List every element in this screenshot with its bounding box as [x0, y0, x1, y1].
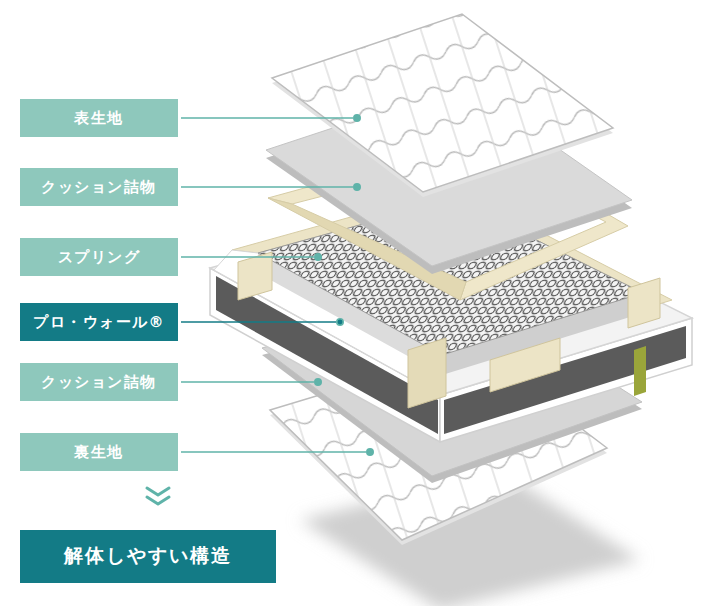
part-label: クッション詰物 [20, 168, 178, 206]
corner-block [628, 278, 660, 328]
part-label: クッション詰物 [20, 363, 178, 401]
top-sheet [272, 14, 613, 192]
leader-line [181, 321, 336, 323]
label-text: プロ・ウォール® [33, 313, 165, 332]
label-text: クッション詰物 [41, 373, 157, 392]
leader-line [181, 186, 353, 188]
label-text: 裏生地 [74, 443, 124, 462]
part-label-highlight: プロ・ウォール® [20, 303, 178, 341]
leader-line [181, 381, 314, 383]
leader-dot [354, 184, 360, 190]
leader-line [181, 256, 314, 258]
part-label: 裏生地 [20, 433, 178, 471]
label-text: 表生地 [74, 109, 124, 128]
leader-dot [315, 254, 321, 260]
leader-dot [337, 319, 343, 325]
leader-line [181, 117, 353, 119]
down-chevron [147, 488, 169, 504]
label-text: クッション詰物 [41, 178, 157, 197]
leader-line [181, 451, 366, 453]
brand-tag [634, 346, 646, 396]
part-label: スプリング [20, 238, 178, 276]
leader-dot [354, 115, 360, 121]
label-text: 解体しやすい構造 [64, 543, 232, 569]
part-label: 表生地 [20, 99, 178, 137]
label-text: スプリング [58, 248, 141, 267]
summary-box: 解体しやすい構造 [20, 530, 276, 583]
corner-block [490, 338, 560, 392]
leader-dot [367, 449, 373, 455]
leader-dot [315, 379, 321, 385]
corner-block [408, 338, 446, 408]
corner-block [238, 252, 272, 300]
